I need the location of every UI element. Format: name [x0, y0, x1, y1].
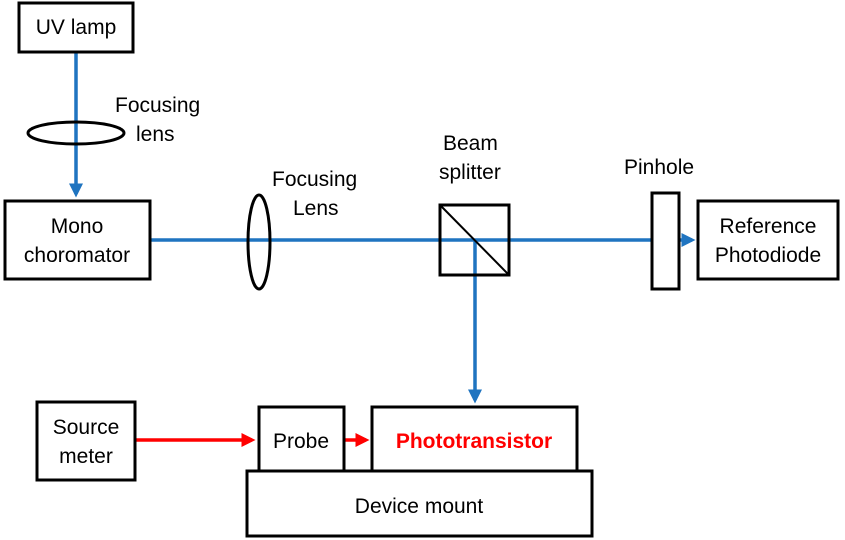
source-meter-label-line2: meter [59, 445, 113, 468]
phototransistor: Phototransistor [370, 405, 579, 473]
beam-splitter: Beam splitter [438, 132, 511, 277]
monochromator: Mono choromator [3, 199, 152, 281]
beam-splitter-label-line2: splitter [439, 161, 501, 184]
probe: Probe [257, 405, 346, 473]
focusing-lens-1: Focusing lens [26, 94, 200, 146]
probe-label: Probe [273, 430, 329, 453]
focusing-lens-2-label-line2: Lens [293, 197, 339, 220]
reference-photodiode: Reference Photodiode [696, 199, 840, 281]
uv-lamp: UV lamp [17, 1, 135, 54]
pinhole-label: Pinhole [624, 156, 694, 179]
source-meter-label-line1: Source [53, 416, 120, 439]
pinhole: Pinhole [624, 156, 694, 291]
monochromator-label-line1: Mono [51, 215, 104, 238]
device-mount: Device mount [245, 469, 594, 538]
source-meter: Source meter [35, 400, 137, 482]
monochromator-label-line2: choromator [24, 244, 130, 267]
focusing-lens-1-label-line1: Focusing [115, 94, 200, 117]
focusing-lens-1-label-line2: lens [136, 123, 175, 146]
beam-splitter-label-line1: Beam [443, 132, 498, 155]
reference-photodiode-label-line1: Reference [720, 215, 817, 238]
device-mount-label: Device mount [355, 495, 484, 518]
phototransistor-label: Phototransistor [396, 430, 552, 453]
uv-lamp-label: UV lamp [36, 16, 117, 39]
reference-photodiode-label-line2: Photodiode [715, 244, 821, 267]
focusing-lens-2: Focusing Lens [246, 168, 357, 291]
focusing-lens-2-label-line1: Focusing [272, 168, 357, 191]
